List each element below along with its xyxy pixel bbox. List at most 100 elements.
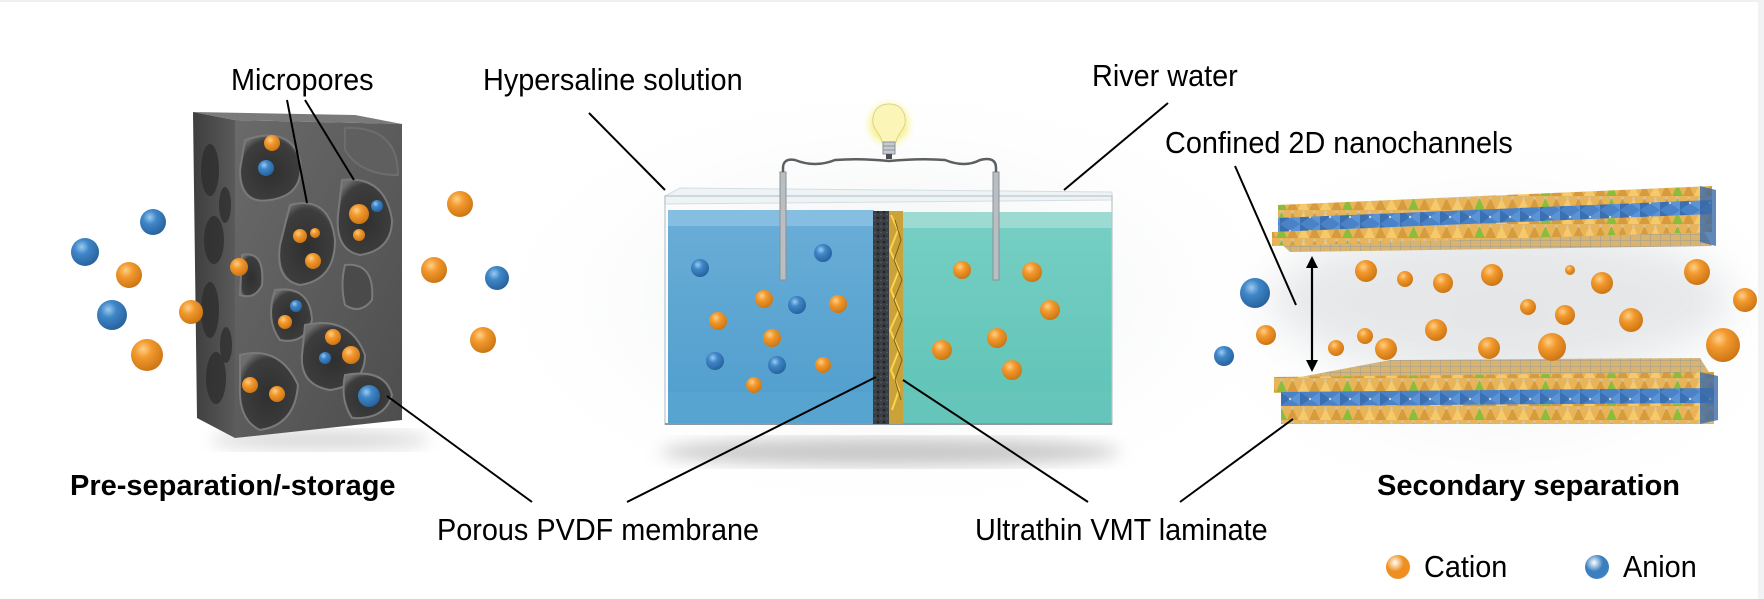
cation-sphere <box>310 228 320 238</box>
porous-block-icon <box>193 112 430 450</box>
cation-sphere <box>325 329 341 345</box>
cation-sphere <box>264 135 280 151</box>
anion-sphere <box>371 200 383 212</box>
anion-sphere <box>1214 346 1234 366</box>
cation-sphere <box>1328 340 1344 356</box>
anion-sphere <box>485 266 509 290</box>
anion-sphere <box>97 300 127 330</box>
cation-sphere <box>1591 272 1613 294</box>
top-border <box>0 0 1764 2</box>
anion-sphere-icon <box>1585 555 1609 579</box>
pre-separation-title: Pre-separation/-storage <box>70 470 396 502</box>
legend-anion-label: Anion <box>1623 549 1697 584</box>
electrochemical-cell <box>660 96 1120 466</box>
anion-sphere <box>706 352 724 370</box>
cation-sphere <box>1433 273 1453 293</box>
right-border <box>1758 0 1764 599</box>
legend-anion: Anion <box>1585 549 1702 585</box>
tank-shadow <box>660 438 1120 466</box>
nanochannel-sheets-icon <box>1270 186 1730 424</box>
cation-sphere <box>1555 305 1575 325</box>
cation-sphere <box>179 300 203 324</box>
anion-sphere <box>814 244 832 262</box>
ion-particles <box>71 135 1757 407</box>
cation-sphere <box>1706 328 1740 362</box>
anion-sphere <box>788 296 806 314</box>
vmt-leader-right <box>1179 418 1294 503</box>
anion-sphere <box>691 259 709 277</box>
secondary-separation-title: Secondary separation <box>1377 470 1680 502</box>
river-water-compartment <box>903 212 1112 424</box>
cation-sphere <box>1355 260 1377 282</box>
cation-sphere <box>932 340 952 360</box>
cation-sphere-icon <box>1386 555 1410 579</box>
cation-sphere <box>293 229 307 243</box>
legend-cation: Cation <box>1386 549 1514 585</box>
cation-sphere <box>1733 288 1757 312</box>
cation-sphere <box>1520 299 1536 315</box>
anion-sphere <box>290 300 302 312</box>
cation-sphere <box>447 191 473 217</box>
left-electrode <box>779 171 787 281</box>
anion-sphere <box>1240 278 1270 308</box>
cation-sphere <box>353 229 365 241</box>
cation-sphere <box>746 377 762 393</box>
cation-sphere <box>1478 337 1500 359</box>
cation-sphere <box>1481 264 1503 286</box>
cation-sphere <box>342 346 360 364</box>
cation-sphere <box>1375 338 1397 360</box>
anion-sphere <box>71 238 99 266</box>
circuit-wire <box>781 157 998 172</box>
cation-sphere <box>421 257 447 283</box>
confined-nanochannels-label: Confined 2D nanochannels <box>1165 125 1513 160</box>
pvdf-membrane <box>873 211 890 424</box>
anion-sphere <box>768 356 786 374</box>
hypersaline-solution-label: Hypersaline solution <box>483 62 743 97</box>
pre-separation-leader <box>386 395 533 503</box>
nanochannels-leader <box>1234 165 1297 306</box>
cation-sphere <box>763 329 781 347</box>
cation-sphere <box>1022 262 1042 282</box>
callout-lines <box>286 99 1297 503</box>
anion-sphere <box>258 160 274 176</box>
anion-sphere <box>358 385 380 407</box>
cation-sphere <box>1538 333 1566 361</box>
river-water-leader <box>1063 102 1169 191</box>
cation-sphere <box>1040 300 1060 320</box>
pvdf-leader <box>626 376 877 503</box>
micropores-leader-1 <box>286 99 308 204</box>
anion-sphere <box>319 352 331 364</box>
light-bulb-icon <box>861 96 917 159</box>
hypersaline-compartment <box>668 210 874 424</box>
cation-sphere <box>1256 325 1276 345</box>
cation-sphere <box>278 315 292 329</box>
cation-sphere <box>829 295 847 313</box>
pvdf-membrane-label: Porous PVDF membrane <box>437 512 760 547</box>
legend-cation-label: Cation <box>1424 549 1508 584</box>
cation-sphere <box>1565 265 1575 275</box>
cation-sphere <box>470 327 496 353</box>
cation-sphere <box>269 386 285 402</box>
hypersaline-leader <box>588 112 666 191</box>
micropores-label: Micropores <box>231 62 374 97</box>
cation-sphere <box>230 258 248 276</box>
cation-sphere <box>987 328 1007 348</box>
cation-sphere <box>242 377 258 393</box>
cation-sphere <box>1397 271 1413 287</box>
river-water-label: River water <box>1092 58 1238 93</box>
cation-sphere <box>1002 360 1022 380</box>
right-electrode <box>992 171 1000 281</box>
vmt-laminate-label: Ultrathin VMT laminate <box>975 512 1268 547</box>
cation-sphere <box>755 290 773 308</box>
cation-sphere <box>116 262 142 288</box>
cation-sphere <box>1425 319 1447 341</box>
micropores-leader-2 <box>304 99 355 181</box>
cation-sphere <box>953 261 971 279</box>
anion-sphere <box>140 209 166 235</box>
cation-sphere <box>131 339 163 371</box>
cation-sphere <box>709 312 727 330</box>
cation-sphere <box>349 204 369 224</box>
cation-sphere <box>1684 259 1710 285</box>
channel-height-arrow <box>1306 256 1318 372</box>
